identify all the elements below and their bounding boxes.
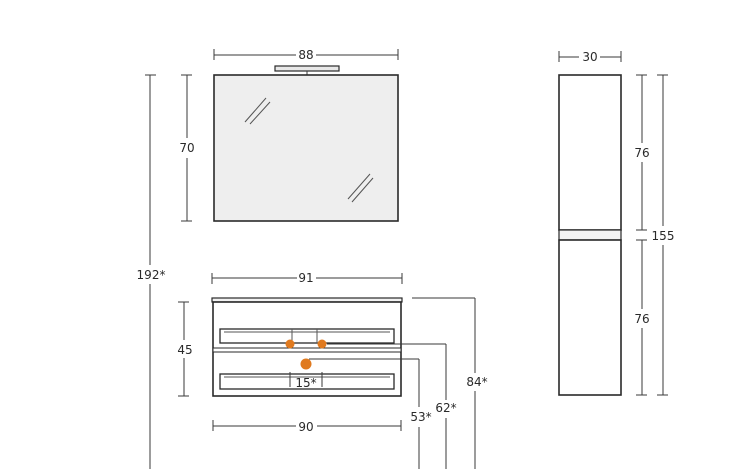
vanity-bottom-width-dimension: 90 bbox=[212, 420, 402, 434]
mirror-group: 88 70 bbox=[179, 48, 399, 222]
inlet-spacing-label: 15* bbox=[295, 376, 316, 390]
mirror-width-dimension: 88 bbox=[213, 48, 399, 62]
tall-cabinet-upper-door bbox=[558, 74, 622, 231]
tall-cabinet-width-label: 30 bbox=[582, 50, 597, 64]
mirror-width-label: 88 bbox=[298, 48, 313, 62]
vanity-height-label: 45 bbox=[177, 343, 192, 357]
mirror-height-dimension: 70 bbox=[179, 74, 195, 222]
tall-cabinet-upper-height-label: 76 bbox=[634, 146, 649, 160]
tall-cabinet-lower-height-dimension: 76 bbox=[634, 239, 650, 396]
water-inlet-right bbox=[317, 339, 327, 349]
upper-drawer bbox=[219, 328, 395, 344]
mirror-reflection-mark bbox=[244, 97, 267, 123]
vanity-top-width-dimension: 91 bbox=[211, 271, 403, 285]
tall-cabinet-width-dimension: 30 bbox=[558, 50, 622, 64]
vanity-group: 91 15* 45 bbox=[177, 271, 488, 469]
inlet-height-dimension: 62* bbox=[435, 344, 457, 469]
vanity-height-dimension: 45 bbox=[177, 301, 193, 397]
mirror-reflection-mark bbox=[347, 173, 371, 200]
inlet-height-label: 62* bbox=[435, 401, 456, 415]
lower-drawer bbox=[219, 373, 395, 390]
drain-outlet bbox=[300, 358, 312, 370]
overall-height-label: 192* bbox=[137, 268, 166, 282]
mirror-lamp bbox=[274, 65, 340, 72]
drain-height-dimension: 53* bbox=[410, 359, 432, 469]
tall-cabinet-group: 30 76 76 155 bbox=[558, 50, 675, 396]
tall-cabinet-total-height-dimension: 155 bbox=[652, 74, 675, 396]
top-height-dimension: 84* bbox=[466, 298, 488, 469]
overall-height-dimension: 192* bbox=[137, 74, 166, 469]
tall-cabinet-lower-door bbox=[558, 239, 622, 396]
tall-cabinet-upper-height-dimension: 76 bbox=[634, 74, 650, 231]
water-inlet-left bbox=[285, 339, 295, 349]
vanity-bottom-width-label: 90 bbox=[298, 420, 313, 434]
vanity-divider bbox=[212, 347, 402, 353]
mirror-panel bbox=[213, 74, 399, 222]
tall-cabinet-total-height-label: 155 bbox=[652, 229, 675, 243]
vanity-top-width-label: 91 bbox=[298, 271, 313, 285]
top-height-label: 84* bbox=[466, 375, 487, 389]
drain-height-label: 53* bbox=[410, 410, 431, 424]
tall-cabinet-gap bbox=[558, 229, 622, 241]
inlet-spacing-dimension: 15* bbox=[289, 372, 323, 390]
mirror-height-label: 70 bbox=[179, 141, 194, 155]
tall-cabinet-lower-height-label: 76 bbox=[634, 312, 649, 326]
